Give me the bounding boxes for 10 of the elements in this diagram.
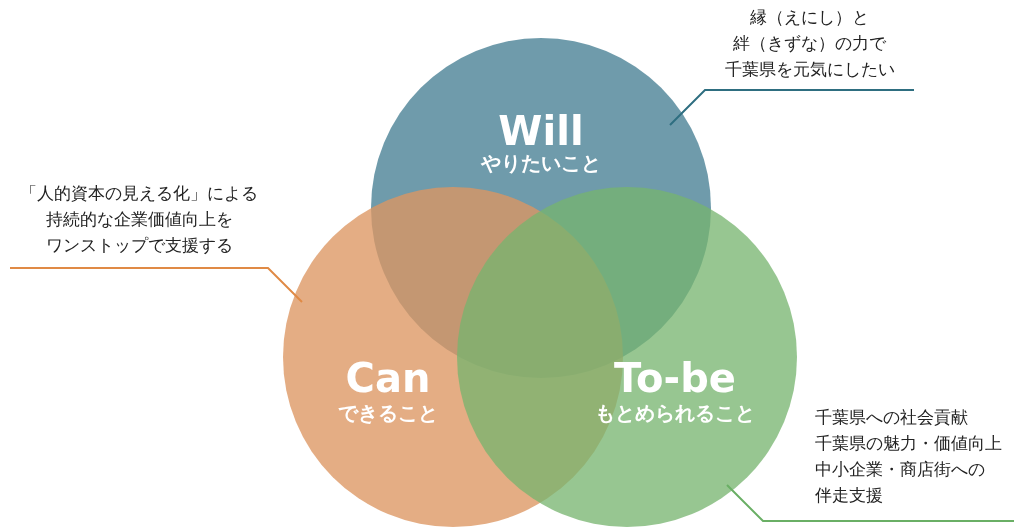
circle-heading: Can — [345, 355, 431, 401]
annotation-text: 千葉県への社会貢献千葉県の魅力・価値向上中小企業・商店街への伴走支援 — [815, 406, 1002, 507]
leader-line — [669, 89, 915, 126]
leader-line — [9, 267, 303, 303]
leader-line — [726, 484, 1015, 522]
circle-heading: To-be — [614, 355, 736, 401]
annotation-text: 縁（えにし）と絆（きずな）の力で千葉県を元気にしたい — [723, 6, 896, 81]
annotation-text: 「人的資本の見える化」による持続的な企業価値向上をワンストップで支援する — [19, 182, 259, 257]
circle-subtitle: もとめられること — [595, 400, 755, 426]
circle-subtitle: できること — [338, 400, 438, 426]
